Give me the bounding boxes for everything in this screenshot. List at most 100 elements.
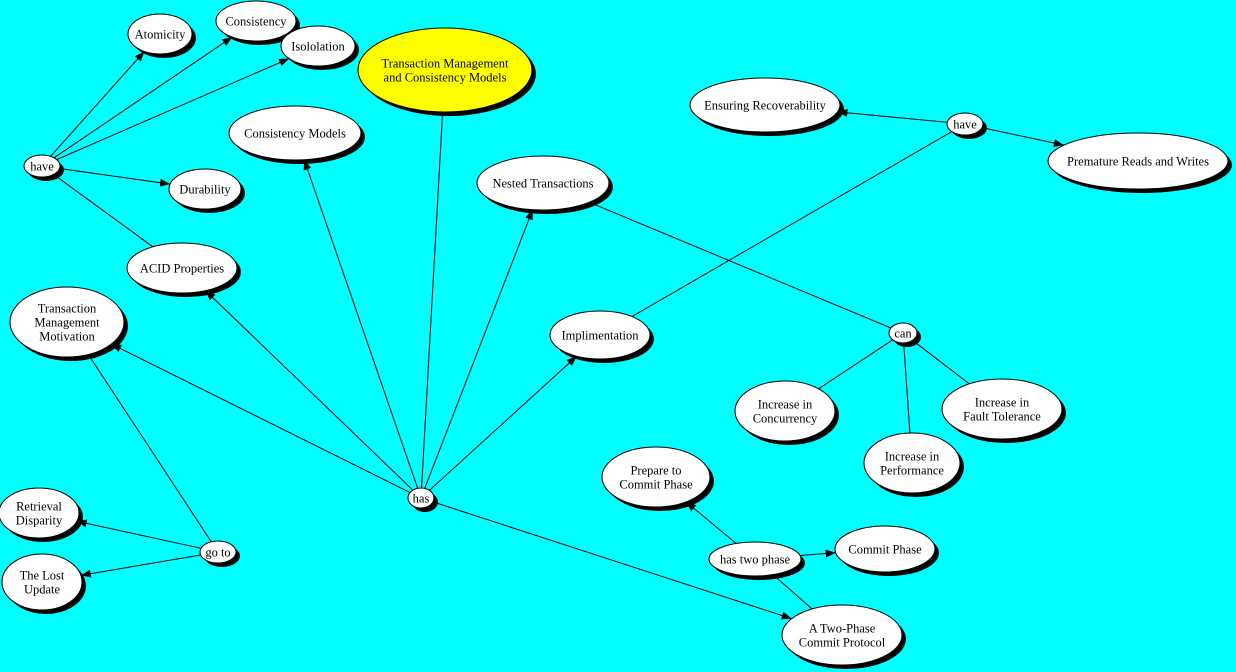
- arrow-hastwophase-to-commitphase: [799, 549, 836, 558]
- node-acid[interactable]: ACID Properties: [126, 242, 241, 297]
- concept-label: Performance: [880, 464, 944, 478]
- concept-label: Commit Protocol: [799, 636, 886, 650]
- connector-can-to-performance: [903, 342, 911, 434]
- concept-label: Isololation: [291, 40, 345, 54]
- connector-acid-to-have1: [53, 174, 154, 248]
- concept-label: Fault Tolerance: [963, 410, 1041, 424]
- concept-label: Consistency: [225, 15, 287, 29]
- connector-can-to-concurrency: [818, 339, 894, 390]
- concept-label: Nested Transactions: [492, 177, 593, 191]
- node-durability[interactable]: Durability: [168, 168, 245, 213]
- node-impl[interactable]: Implimentation: [549, 310, 654, 363]
- concept-label: Premature Reads and Writes: [1067, 155, 1209, 169]
- node-have1[interactable]: have: [23, 154, 64, 181]
- node-ellipse: [0, 487, 80, 539]
- node-ellipse: [168, 168, 242, 210]
- node-ellipse: [407, 487, 435, 509]
- node-can[interactable]: can: [888, 322, 921, 347]
- concept-label: Increase in: [975, 396, 1030, 410]
- node-consmodels[interactable]: Consistency Models: [228, 105, 365, 164]
- node-ellipse: [601, 446, 711, 508]
- linking-phrase: has: [413, 492, 430, 506]
- node-ellipse: [23, 154, 61, 178]
- arrow-have2-to-recov: [837, 108, 948, 123]
- node-have2[interactable]: have: [946, 112, 987, 139]
- node-recov[interactable]: Ensuring Recoverability: [689, 77, 844, 136]
- arrow-goto-to-retrieval: [76, 519, 202, 549]
- node-hastwophase[interactable]: has two phase: [708, 541, 805, 580]
- concept-label: The Lost: [20, 569, 65, 583]
- arrow-has-to-consmodels: [303, 159, 419, 489]
- linking-phrase: have: [30, 160, 54, 174]
- edges-layer: [50, 36, 1064, 620]
- node-ellipse: [1047, 132, 1229, 190]
- node-premature[interactable]: Premature Reads and Writes: [1047, 132, 1232, 193]
- concept-label: Implimentation: [561, 329, 639, 343]
- node-ellipse: [781, 604, 903, 666]
- concept-label: and Consistency Models: [384, 71, 507, 85]
- linking-phrase: have: [953, 118, 977, 132]
- node-ellipse: [888, 322, 918, 344]
- node-consistency[interactable]: Consistency: [215, 0, 300, 45]
- node-ellipse: [689, 77, 841, 133]
- node-ellipse: [215, 0, 297, 42]
- node-ellipse: [734, 380, 836, 442]
- concept-label: Transaction: [38, 302, 97, 316]
- linking-phrase: go to: [205, 546, 230, 560]
- node-atomicity[interactable]: Atomicity: [127, 13, 196, 58]
- concept-label: Motivation: [39, 330, 95, 344]
- node-ellipse: [946, 112, 984, 136]
- arrow-has-to-nested: [424, 209, 534, 489]
- node-ellipse: [476, 155, 610, 211]
- node-ellipse: [228, 105, 362, 161]
- node-ellipse: [941, 378, 1063, 440]
- concept-label: Disparity: [16, 514, 63, 528]
- node-ellipse: [549, 310, 651, 360]
- arrow-have1-to-consistency: [53, 36, 233, 159]
- concept-label: Commit Phase: [619, 478, 693, 492]
- linking-phrase: has two phase: [720, 553, 791, 567]
- arrow-hastwophase-to-prepare: [685, 501, 737, 544]
- concept-label: Increase in: [758, 398, 813, 412]
- connector-twophase-to-hastwophase: [772, 574, 813, 610]
- arrow-has-to-twophase: [432, 501, 792, 620]
- node-isololation[interactable]: Isololation: [280, 25, 359, 70]
- arrow-have2-to-premature: [981, 127, 1064, 147]
- node-ellipse: [280, 25, 356, 67]
- concept-label: Atomicity: [135, 28, 186, 42]
- node-goto[interactable]: go to: [199, 540, 240, 567]
- node-ellipse: [708, 541, 802, 577]
- concept-label: Durability: [179, 183, 231, 197]
- linking-phrase: can: [894, 327, 912, 341]
- concept-label: A Two-Phase: [809, 622, 876, 636]
- arrow-has-to-acid: [205, 290, 414, 491]
- connector-can-to-fault: [912, 339, 970, 385]
- node-ellipse: [127, 13, 193, 55]
- node-has[interactable]: has: [407, 487, 438, 512]
- node-ellipse: [199, 540, 237, 564]
- concept-label: Increase in: [885, 450, 940, 464]
- arrow-goto-to-lostupdate: [80, 554, 201, 578]
- concept-label: Transaction Management: [382, 57, 509, 71]
- node-nested[interactable]: Nested Transactions: [476, 155, 613, 214]
- node-ellipse: [834, 525, 936, 573]
- arrow-has-to-impl: [429, 355, 578, 491]
- node-commitphase[interactable]: Commit Phase: [834, 525, 939, 576]
- node-ellipse: [126, 242, 238, 294]
- connector-main-to-has: [421, 111, 444, 489]
- concept-label: Consistency Models: [244, 127, 346, 141]
- connector-nested-to-can: [589, 201, 892, 329]
- connector-tmm-to-goto: [87, 354, 212, 543]
- connector-impl-to-have2: [631, 131, 953, 317]
